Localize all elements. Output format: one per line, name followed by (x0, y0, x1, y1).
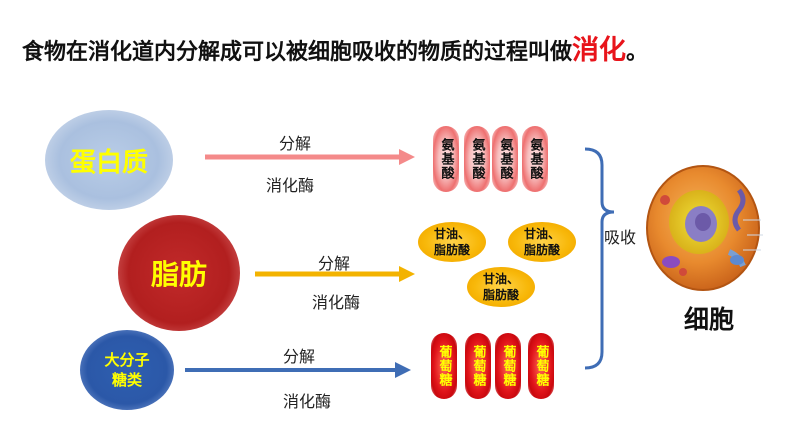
amino-acid-pill: 氨基酸 (492, 126, 518, 192)
sugar-label-line1: 大分子 (104, 351, 150, 369)
fat-label: 脂肪 (150, 258, 207, 291)
protein-circle: 蛋白质 (45, 110, 173, 210)
oval-line2: 脂肪酸 (482, 288, 519, 302)
oval-line2: 脂肪酸 (433, 243, 470, 257)
cell-illustration (646, 165, 763, 291)
absorb-label: 吸收 (604, 228, 637, 247)
protein-label: 蛋白质 (69, 147, 148, 178)
title-highlight: 消化 (572, 35, 627, 66)
oval-line1: 甘油、 (523, 227, 560, 241)
amino-acid-pill: 氨基酸 (522, 126, 548, 192)
glycerol-fatty-acid-oval: 甘油、脂肪酸 (508, 222, 576, 262)
absorb-bracket (584, 147, 615, 370)
arrow-protein-bottom-label: 消化酶 (266, 176, 315, 195)
glucose-pill: 葡萄糖 (465, 333, 491, 399)
sugar-circle: 大分子 糖类 (80, 330, 174, 410)
arrow-protein-top-label: 分解 (279, 134, 312, 153)
arrow-fat-bottom-label: 消化酶 (312, 293, 361, 312)
arrow-sugar (185, 362, 411, 378)
fat-circle: 脂肪 (118, 215, 240, 331)
arrow-protein (205, 149, 415, 165)
glucose-pill: 葡萄糖 (495, 333, 521, 399)
amino-acid-pill: 氨基酸 (464, 126, 490, 192)
cell-label: 细胞 (684, 305, 735, 334)
page-title: 食物在消化道内分解成可以被细胞吸收的物质的过程叫做消化。 (22, 28, 648, 67)
arrow-fat-top-label: 分解 (318, 254, 351, 273)
glucose-pill: 葡萄糖 (431, 333, 457, 399)
arrow-fat (255, 266, 415, 282)
oval-line2: 脂肪酸 (523, 243, 560, 257)
arrow-sugar-bottom-label: 消化酶 (283, 392, 332, 411)
oval-line1: 甘油、 (433, 227, 470, 241)
glycerol-fatty-acid-oval: 甘油、脂肪酸 (418, 222, 486, 262)
title-text: 食物在消化道内分解成可以被细胞吸收的物质的过程叫做 (22, 40, 573, 65)
glucose-pill: 葡萄糖 (528, 333, 554, 399)
oval-line1: 甘油、 (482, 272, 519, 286)
glycerol-fatty-acid-oval: 甘油、脂肪酸 (467, 267, 535, 307)
sugar-label-line2: 糖类 (111, 371, 142, 389)
title-suffix: 。 (626, 40, 649, 65)
arrow-sugar-top-label: 分解 (283, 347, 316, 366)
amino-acid-pill: 氨基酸 (433, 126, 459, 192)
